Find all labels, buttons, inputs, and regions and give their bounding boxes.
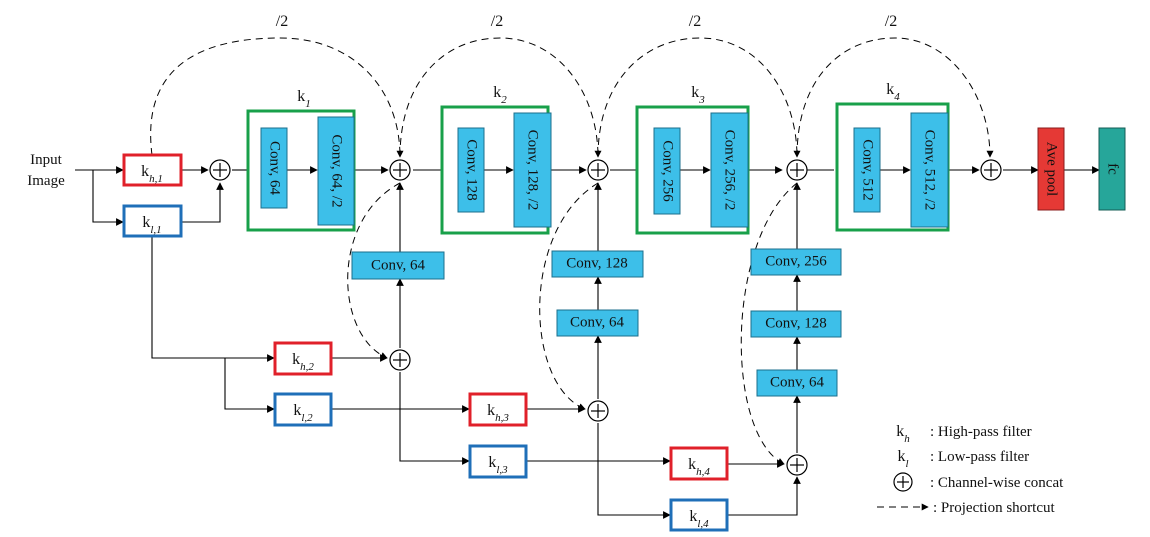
side-conv-col3-0 [750, 248, 842, 276]
svg-text:Conv, 256: Conv, 256 [765, 253, 827, 269]
concat-icon [587, 159, 609, 181]
svg-text:Conv, 64: Conv, 64 [770, 374, 825, 390]
shortcut-top-1 [150, 37, 404, 158]
high-filter-3 [468, 392, 528, 427]
svg-text:kh,1: kh,1 [141, 163, 163, 185]
legend: kh : High-pass filter kl : Low-pass filt… [877, 423, 1064, 516]
high-filter-1 [122, 153, 183, 187]
stage-2-conv-a-label: Conv, 128 [464, 139, 480, 201]
shortcut-low-1 [347, 182, 401, 359]
concat-nodes [209, 159, 1002, 476]
side-conv-col2-1 [556, 309, 639, 337]
low-filter-3 [468, 444, 528, 479]
ave-pool-block: Ave pool [1037, 127, 1065, 211]
stage-4-conv-a [853, 127, 881, 213]
concat-icon [786, 159, 808, 181]
ave-pool-label: Ave pool [1044, 142, 1060, 196]
svg-text:kl,3: kl,3 [488, 454, 508, 476]
ave-pool-rect [1037, 127, 1065, 211]
high-filter-2 [273, 341, 333, 376]
divide-label-1: /2 [276, 13, 288, 30]
fc-rect [1098, 127, 1126, 211]
shortcut-top-4 [796, 37, 994, 158]
stage-3: k3 Conv, 256 Conv, 256, /2 [635, 84, 750, 235]
concat-icon [980, 159, 1002, 181]
stage-2-conv-a [457, 127, 485, 213]
svg-text:kl,4: kl,4 [689, 508, 709, 530]
stage-3-conv-a-label: Conv, 256 [660, 140, 676, 202]
stage-2-label: k2 [493, 84, 507, 106]
svg-text:kh,2: kh,2 [292, 351, 314, 373]
stage-1-conv-a [260, 127, 288, 209]
svg-text:Conv, 128: Conv, 128 [765, 315, 827, 331]
side-conv-col1-0 [351, 251, 445, 280]
input-label: Input Image [27, 152, 65, 189]
concat-icon [389, 159, 411, 181]
legend-concat-icon [893, 472, 913, 492]
svg-text:Conv, 128: Conv, 128 [566, 255, 628, 271]
divide-labels: /2 /2 /2 /2 [276, 13, 897, 30]
side-convs: Conv, 64 Conv, 128 Conv, 64 Conv, 256 Co… [351, 248, 842, 397]
svg-text:kh,4: kh,4 [688, 456, 710, 478]
low-filter-2 [273, 392, 333, 427]
legend-high-symbol: kh [896, 423, 910, 445]
shortcut-top-3 [597, 37, 801, 158]
shortcut-low-2 [539, 182, 599, 410]
projection-shortcuts [150, 37, 994, 465]
low-filter-1 [122, 204, 183, 238]
stage-4: k4 Conv, 512 Conv, 512, /2 [835, 81, 950, 232]
concat-icon [389, 349, 411, 371]
concat-icon [587, 400, 609, 422]
svg-text:Image: Image [27, 173, 65, 189]
legend-low-symbol: kl [897, 448, 908, 470]
side-conv-col3-1 [750, 310, 842, 338]
low-filter-4 [669, 498, 729, 532]
legend-low-text: : Low-pass filter [930, 449, 1029, 465]
stage-3-conv-b [710, 112, 749, 228]
svg-text:kh,3: kh,3 [487, 402, 509, 424]
svg-text:Conv, 64: Conv, 64 [570, 314, 625, 330]
stage-4-conv-a-label: Conv, 512 [860, 139, 876, 201]
stage-1-conv-b [317, 116, 355, 226]
divide-label-4: /2 [885, 13, 897, 30]
stage-2-conv-b-label: Conv, 128, /2 [525, 130, 541, 211]
stage-1: k1 Conv, 64 Conv, 64, /2 [246, 88, 356, 232]
side-conv-col2-0 [551, 250, 644, 278]
high-filter-4 [669, 446, 729, 481]
svg-text:kl,1: kl,1 [142, 214, 161, 236]
svg-text:kl,2: kl,2 [293, 402, 313, 424]
fc-label: fc [1105, 163, 1121, 175]
stage-1-conv-b-label: Conv, 64, /2 [329, 134, 345, 207]
shortcut-top-2 [399, 37, 602, 158]
stage-2-conv-b [513, 112, 552, 228]
fc-block: fc [1098, 127, 1126, 211]
legend-high-text: : High-pass filter [930, 424, 1032, 440]
legend-concat-text: : Channel-wise concat [930, 475, 1064, 491]
shortcut-low-3 [740, 182, 798, 465]
divide-label-3: /2 [689, 13, 701, 30]
stage-4-conv-b-label: Conv, 512, /2 [922, 130, 938, 211]
svg-text:Conv, 64: Conv, 64 [371, 257, 426, 273]
stage-4-label: k4 [886, 81, 900, 103]
stage-1-conv-a-label: Conv, 64 [267, 141, 283, 196]
side-conv-col3-2 [756, 369, 838, 397]
divide-label-2: /2 [491, 13, 503, 30]
legend-shortcut-text: : Projection shortcut [933, 500, 1055, 516]
connection-lines [75, 166, 1100, 519]
low-pass-filters: kl,1 kl,2 kl,3 kl,4 [122, 204, 729, 532]
stage-3-conv-b-label: Conv, 256, /2 [722, 130, 738, 211]
svg-text:Input: Input [30, 152, 62, 168]
stage-3-conv-a [653, 127, 681, 215]
stage-3-label: k3 [691, 84, 705, 106]
stage-4-conv-b [910, 112, 949, 228]
concat-icon [209, 159, 231, 181]
stage-2: k2 Conv, 128 Conv, 128, /2 [440, 84, 552, 235]
high-pass-filters: kh,1 kh,2 kh,3 kh,4 [122, 153, 729, 481]
stage-1-label: k1 [297, 88, 311, 110]
concat-icon [786, 454, 808, 476]
